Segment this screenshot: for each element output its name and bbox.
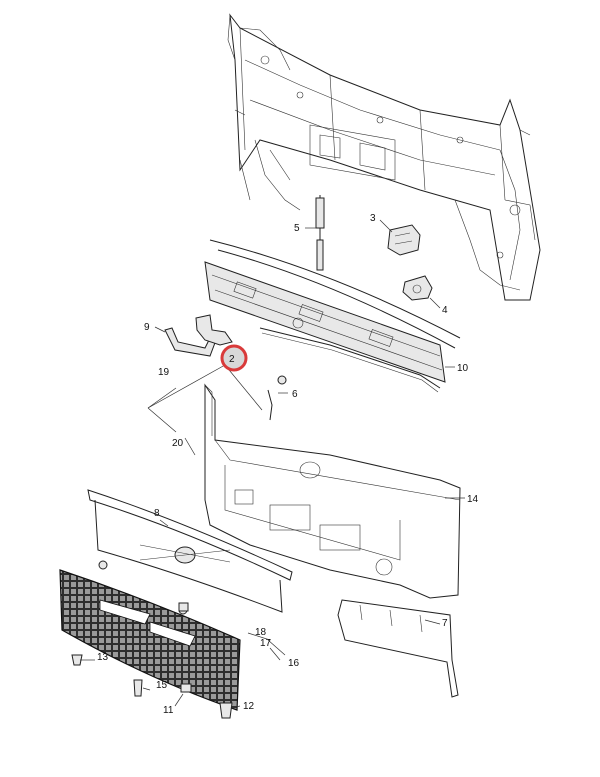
callout-15[interactable]: 15 (156, 680, 168, 691)
callout-labels: 2 3 4 5 6 7 8 9 10 11 12 13 14 15 16 17 … (97, 213, 479, 716)
callout-18[interactable]: 18 (255, 627, 267, 638)
cab-frame-structure (227, 13, 541, 301)
callout-12[interactable]: 12 (243, 701, 255, 712)
grille-mesh-assembly (59, 560, 241, 711)
highlight-ring (220, 344, 248, 372)
callout-17[interactable]: 17 (260, 638, 272, 649)
part-6-fastener (267, 375, 288, 421)
part-8-grille-trim-panel (87, 489, 293, 613)
part-10-upper-panel (204, 261, 455, 393)
part-5-hood-strut (305, 195, 325, 271)
callout-3[interactable]: 3 (370, 213, 376, 224)
callout-11[interactable]: 11 (163, 705, 174, 716)
callout-7[interactable]: 7 (442, 618, 448, 629)
callout-9[interactable]: 9 (144, 322, 150, 333)
callout-8[interactable]: 8 (154, 508, 160, 519)
callout-6[interactable]: 6 (292, 389, 298, 400)
small-fasteners (71, 602, 233, 719)
callout-16[interactable]: 16 (288, 658, 300, 669)
part-7-lower-support-bracket (337, 599, 459, 698)
callout-14[interactable]: 14 (467, 494, 479, 505)
callout-4[interactable]: 4 (442, 305, 448, 316)
hood-edge-line (209, 239, 461, 349)
callout-2[interactable]: 2 (229, 354, 235, 365)
callout-13[interactable]: 13 (97, 652, 109, 663)
callout-20[interactable]: 20 (172, 438, 184, 449)
part-4-latch-actuator (402, 275, 441, 309)
part-2-bracket (195, 314, 233, 346)
callout-19[interactable]: 19 (158, 367, 170, 378)
part-3-latch-assembly (379, 219, 421, 256)
callout-10[interactable]: 10 (457, 363, 469, 374)
callout-5[interactable]: 5 (294, 223, 300, 234)
part-14-front-bumper-cover (204, 383, 465, 599)
leader-lines (80, 364, 286, 709)
